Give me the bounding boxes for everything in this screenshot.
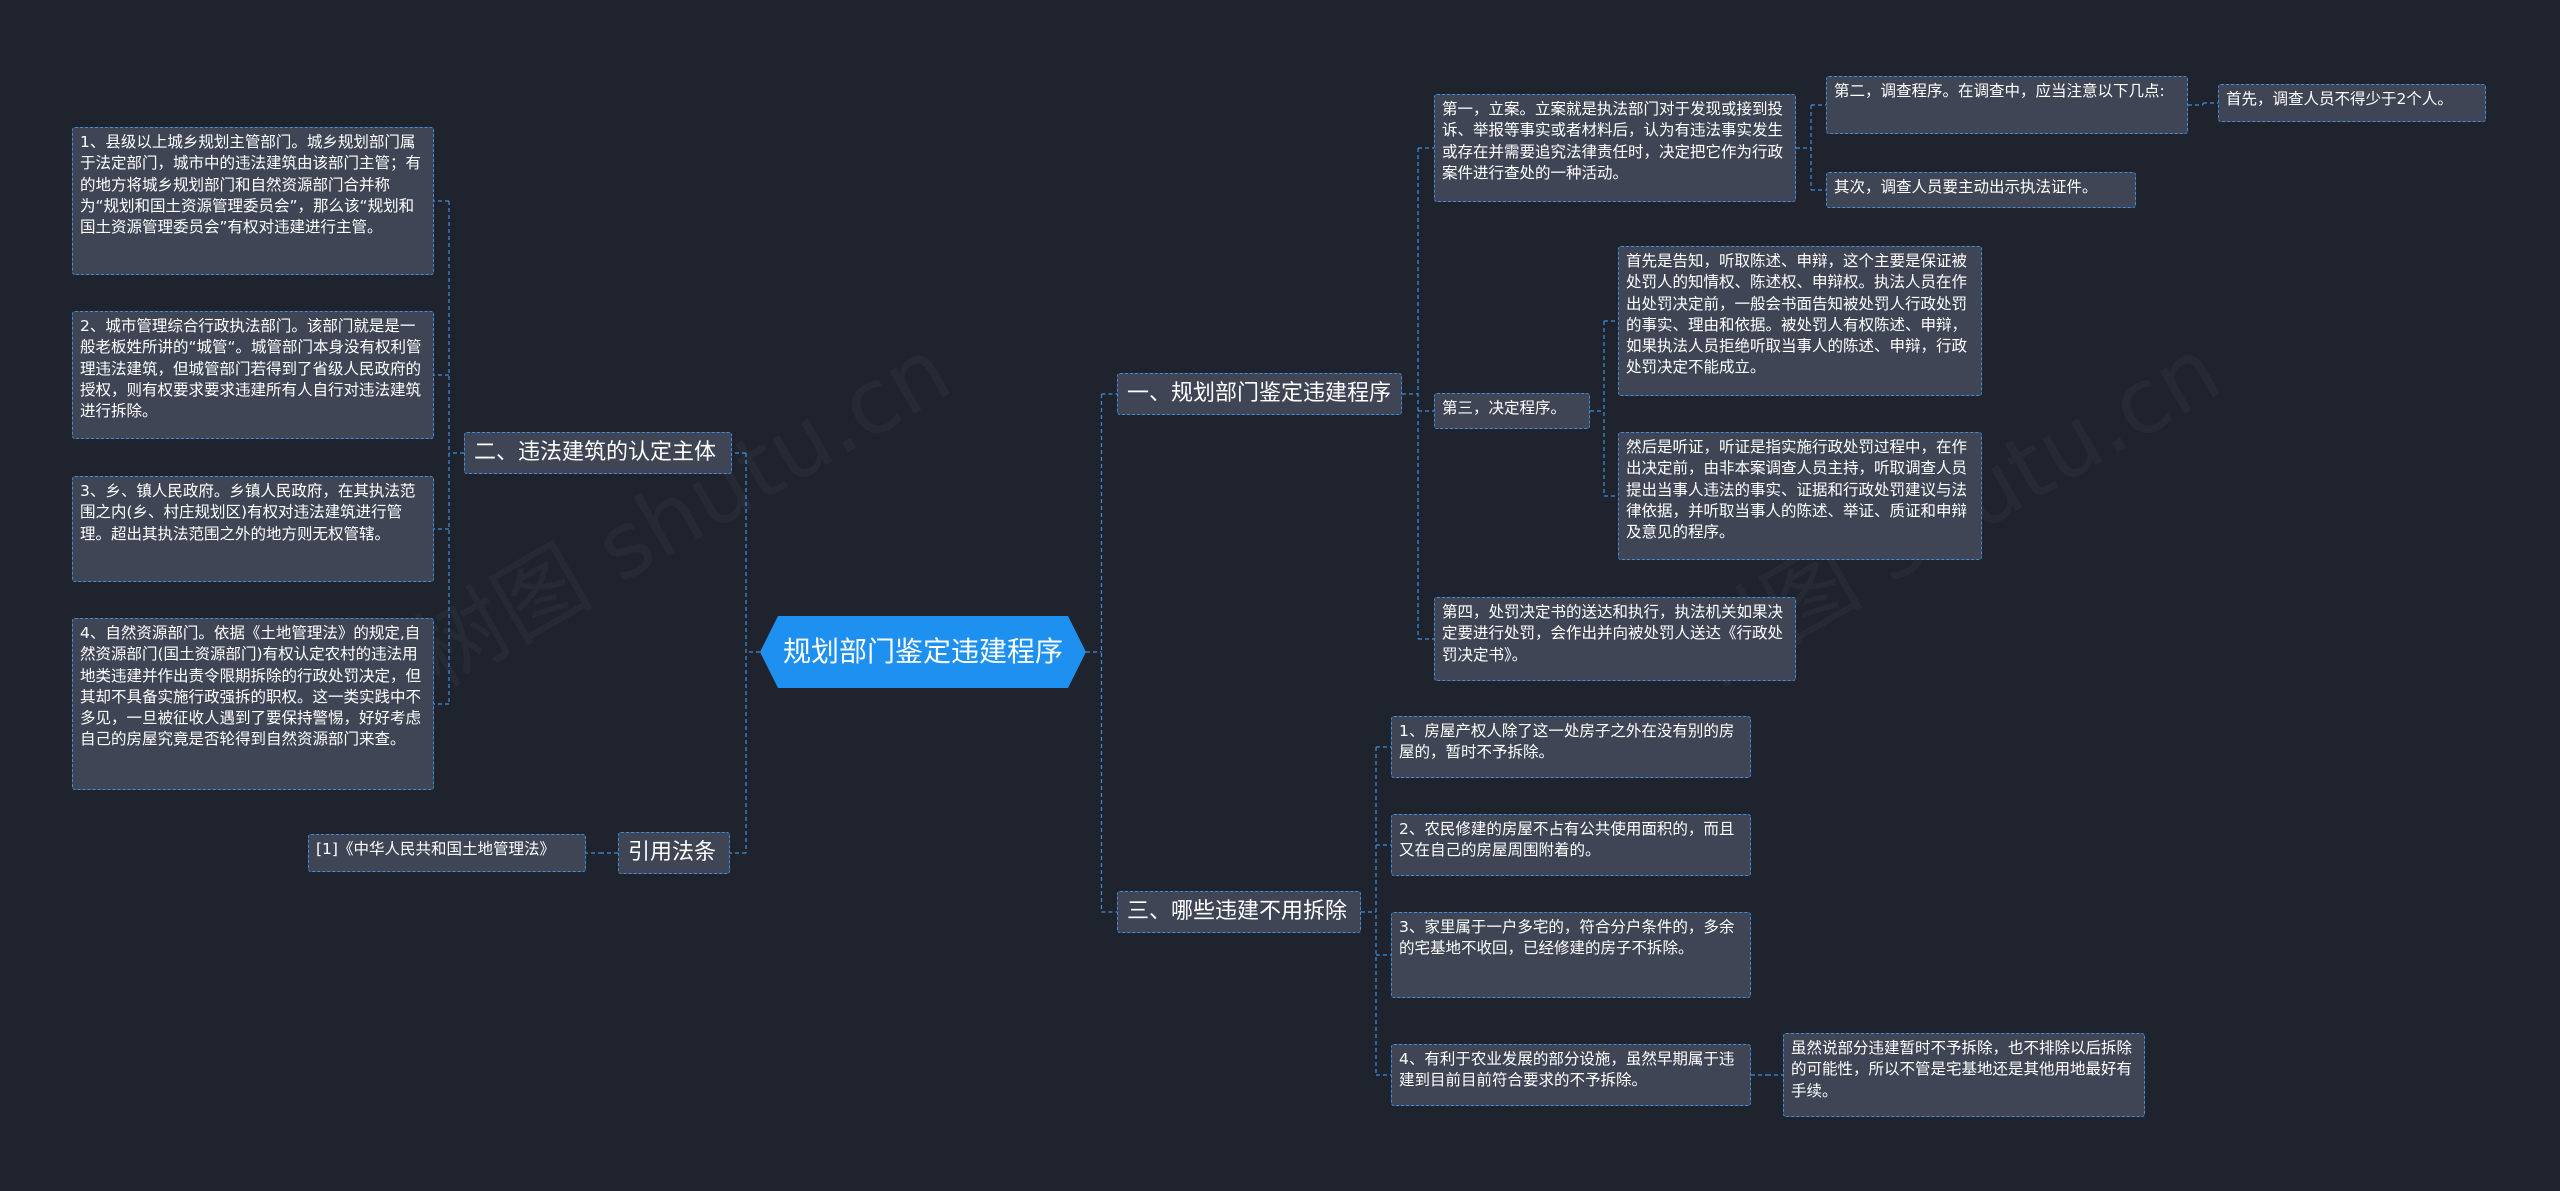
branch-authority[interactable]: 二、违法建筑的认定主体 xyxy=(464,432,732,474)
step3-notification[interactable]: 首先是告知，听取陈述、申辩，这个主要是保证被处罚人的知情权、陈述权、申辩权。执法… xyxy=(1618,246,1982,396)
step4-delivery[interactable]: 第四，处罚决定书的送达和执行，执法机关如果决定要进行处罚，会作出并向被处罚人送达… xyxy=(1434,597,1796,681)
exempt-item-3[interactable]: 3、家里属于一户多宅的，符合分户条件的，多余的宅基地不收回，已经修建的房子不拆除… xyxy=(1391,912,1751,998)
authority-item-2[interactable]: 2、城市管理综合行政执法部门。该部门就是是一般老板姓所讲的“城管“。城管部门本身… xyxy=(72,311,434,439)
branch-cited-law[interactable]: 引用法条 xyxy=(618,832,730,874)
step3-decision[interactable]: 第三，决定程序。 xyxy=(1434,393,1590,429)
exempt-item-1[interactable]: 1、房屋产权人除了这一处房子之外在没有别的房屋的，暂时不予拆除。 xyxy=(1391,716,1751,778)
step3-hearing[interactable]: 然后是听证，听证是指实施行政处罚过程中，在作出决定前，由非本案调查人员主持，听取… xyxy=(1618,432,1982,560)
step2-point-b[interactable]: 其次，调查人员要主动出示执法证件。 xyxy=(1826,172,2136,208)
authority-item-4[interactable]: 4、自然资源部门。依据《土地管理法》的规定,自然资源部门(国土资源部门)有权认定… xyxy=(72,618,434,790)
authority-item-3[interactable]: 3、乡、镇人民政府。乡镇人民政府，在其执法范围之内(乡、村庄规划区)有权对违法建… xyxy=(72,476,434,582)
branch-exempt-buildings[interactable]: 三、哪些违建不用拆除 xyxy=(1117,891,1361,933)
branch-investigation-procedure[interactable]: 一、规划部门鉴定违建程序 xyxy=(1117,373,1402,415)
root-topic[interactable]: 规划部门鉴定违建程序 xyxy=(760,616,1086,688)
step2-investigation[interactable]: 第二，调查程序。在调查中，应当注意以下几点: xyxy=(1826,76,2188,134)
exempt-item-4-note[interactable]: 虽然说部分违建暂时不予拆除，也不排除以后拆除的可能性，所以不管是宅基地还是其他用… xyxy=(1783,1033,2145,1117)
cited-law-item-1[interactable]: [1]《中华人民共和国土地管理法》 xyxy=(308,834,586,872)
authority-item-1[interactable]: 1、县级以上城乡规划主管部门。城乡规划部门属于法定部门，城市中的违法建筑由该部门… xyxy=(72,127,434,275)
step1-filing[interactable]: 第一，立案。立案就是执法部门对于发现或接到投诉、举报等事实或者材料后，认为有违法… xyxy=(1434,94,1796,202)
exempt-item-2[interactable]: 2、农民修建的房屋不占有公共使用面积的，而且又在自己的房屋周围附着的。 xyxy=(1391,814,1751,876)
step2-point-a[interactable]: 首先，调查人员不得少于2个人。 xyxy=(2218,84,2486,122)
exempt-item-4[interactable]: 4、有利于农业发展的部分设施，虽然早期属于违建到目前目前符合要求的不予拆除。 xyxy=(1391,1044,1751,1106)
